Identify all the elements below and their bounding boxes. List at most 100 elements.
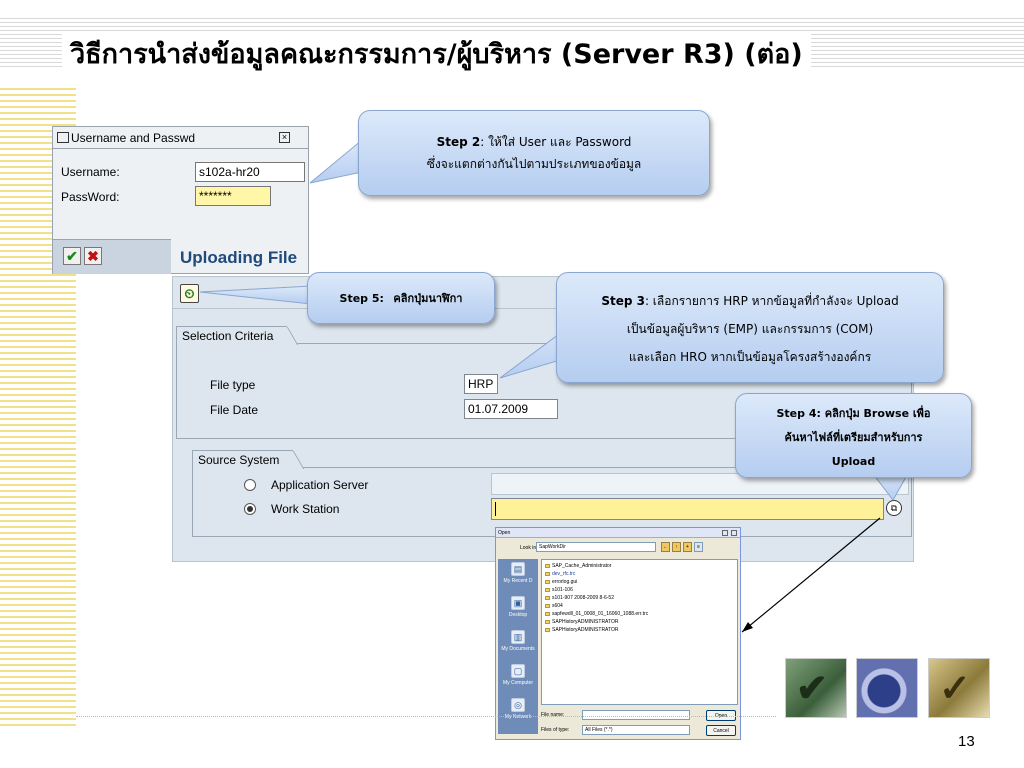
application-server-radio[interactable] bbox=[244, 479, 256, 491]
places-bar: ▤My Recent D ▣Desktop ▥My Documents ▢ My … bbox=[498, 559, 538, 734]
place-desktop[interactable]: ▣Desktop bbox=[498, 593, 538, 626]
file-name-input[interactable] bbox=[582, 710, 690, 720]
disc-image bbox=[856, 658, 918, 718]
file-name: s101-907 2008-2009 8-6-52 bbox=[552, 595, 614, 601]
window-icon bbox=[57, 132, 69, 143]
open-dialog-title: Open bbox=[498, 530, 511, 536]
open-file-dialog: Open Look in: SapWorkDir ← ↑ + ≡ ▤My Rec… bbox=[495, 527, 741, 740]
file-icon bbox=[545, 619, 550, 624]
file-type-label: File type bbox=[210, 378, 256, 392]
file-name: s101-106 bbox=[552, 587, 573, 593]
list-item[interactable]: SAPHistoryADMINISTRATOR bbox=[545, 619, 619, 625]
place-computer[interactable]: ▢ My Computer bbox=[498, 661, 538, 694]
file-name: SAPHistoryADMINISTRATOR bbox=[552, 627, 619, 633]
file-icon bbox=[545, 603, 550, 608]
slide-title: วิธีการนำส่งข้อมูลคณะกรรมการ/ผู้บริหาร (… bbox=[62, 32, 811, 78]
file-icon bbox=[545, 571, 550, 576]
step5-text: คลิกปุ่มนาฬิกา bbox=[393, 292, 463, 305]
close-icon[interactable]: × bbox=[279, 132, 290, 143]
page-number: 13 bbox=[958, 733, 975, 750]
file-icon bbox=[545, 595, 550, 600]
password-field[interactable]: ******* bbox=[195, 186, 271, 206]
password-label: PassWord: bbox=[61, 190, 120, 204]
place-label: My Computer bbox=[502, 680, 533, 686]
network-icon: ◎ bbox=[511, 698, 525, 712]
list-item[interactable]: s101-106 bbox=[545, 587, 573, 593]
computer-icon: ▢ bbox=[511, 664, 525, 678]
file-name: SAPHistoryADMINISTRATOR bbox=[552, 619, 619, 625]
checkmark-icon: ✔ bbox=[796, 668, 828, 710]
step5-step: Step 5: bbox=[339, 292, 384, 305]
work-station-radio[interactable] bbox=[244, 503, 256, 515]
toolbar-divider bbox=[172, 308, 914, 309]
file-icon bbox=[545, 627, 550, 632]
file-type-field[interactable]: HRP bbox=[464, 374, 498, 394]
step3-step: Step 3 bbox=[601, 294, 645, 308]
username-label: Username: bbox=[61, 165, 120, 179]
new-folder-icon[interactable]: + bbox=[683, 542, 692, 552]
look-in-label: Look in: bbox=[520, 545, 538, 551]
work-station-path-field[interactable] bbox=[491, 498, 884, 520]
cancel-button[interactable]: Cancel bbox=[706, 725, 736, 736]
desktop-icon: ▣ bbox=[511, 596, 525, 610]
file-name: dev_rfc.trc bbox=[552, 571, 576, 577]
look-in-dropdown[interactable]: SapWorkDir bbox=[536, 542, 656, 552]
place-label: My Recent D bbox=[503, 578, 533, 584]
files-of-type-label: Files of type: bbox=[541, 727, 570, 733]
files-of-type-dropdown[interactable]: All Files (*.*) bbox=[582, 725, 690, 735]
step4-line1: คลิกปุ่ม Browse เพื่อ bbox=[820, 407, 931, 420]
file-list: SAP_Cache_Administrator dev_rfc.trc erro… bbox=[541, 559, 738, 705]
open-dialog-titlebar: Open bbox=[496, 528, 740, 538]
step2-line1: : ให้ใส่ User และ Password bbox=[480, 135, 632, 149]
selection-criteria-tab: Selection Criteria bbox=[176, 326, 288, 344]
place-label: My Network bbox=[504, 714, 532, 720]
file-icon bbox=[545, 611, 550, 616]
close-icon[interactable] bbox=[731, 530, 737, 536]
step2-line2: ซึ่งจะแตกต่างกันไปตามประเภทของข้อมูล bbox=[426, 157, 642, 171]
application-server-label: Application Server bbox=[271, 478, 369, 492]
file-name: errorlog.gui bbox=[552, 579, 578, 585]
login-dialog: Username and Passwd × Username: s102a-hr… bbox=[52, 126, 309, 274]
confirm-check-icon[interactable]: ✔ bbox=[63, 247, 81, 265]
callout-step3: Step 3: เลือกรายการ HRP หากข้อมูลที่กำลั… bbox=[556, 272, 944, 383]
callout-step2: Step 2: ให้ใส่ User และ Password ซึ่งจะแ… bbox=[358, 110, 710, 196]
checkmark-image: ✔ bbox=[785, 658, 847, 718]
login-dialog-title: Username and Passwd bbox=[71, 130, 196, 145]
file-icon bbox=[545, 579, 550, 584]
place-network[interactable]: ◎ My Network bbox=[498, 695, 538, 728]
arrow-head bbox=[742, 622, 753, 632]
browse-icon[interactable]: ⧉ bbox=[886, 500, 902, 516]
list-item[interactable]: sapfewdll_01_0008_01_16060_1088.err.trc bbox=[545, 611, 648, 617]
step3-line1: : เลือกรายการ HRP หากข้อมูลที่กำลังจะ Up… bbox=[644, 294, 899, 308]
file-date-field[interactable]: 01.07.2009 bbox=[464, 399, 558, 419]
back-icon[interactable]: ← bbox=[661, 542, 670, 552]
list-item[interactable]: dev_rfc.trc bbox=[545, 571, 575, 577]
callout-step4: Step 4: คลิกปุ่ม Browse เพื่อ ค้นหาไฟล์ท… bbox=[735, 393, 972, 478]
footer-divider bbox=[76, 716, 776, 717]
step4-step: Step 4: bbox=[776, 407, 821, 420]
place-recent[interactable]: ▤My Recent D bbox=[498, 559, 538, 592]
folder-icon bbox=[545, 563, 550, 568]
list-item[interactable]: s101-907 2008-2009 8-6-52 bbox=[545, 595, 614, 601]
file-name: SAP_Cache_Administrator bbox=[552, 563, 612, 569]
view-menu-icon[interactable]: ≡ bbox=[694, 542, 703, 552]
list-item[interactable]: SAP_Cache_Administrator bbox=[545, 563, 611, 569]
clock-execute-icon[interactable]: ⏲ bbox=[180, 284, 199, 303]
sap-screen-heading: Uploading File bbox=[180, 248, 298, 267]
place-label: My Documents bbox=[501, 646, 535, 652]
place-documents[interactable]: ▥My Documents bbox=[498, 627, 538, 660]
step2-pointer bbox=[309, 138, 363, 184]
cancel-x-icon[interactable]: ✖ bbox=[84, 247, 102, 265]
checkmark-icon: ✓ bbox=[939, 668, 971, 710]
step4-line3: Upload bbox=[831, 455, 876, 468]
step2-step: Step 2 bbox=[436, 135, 481, 149]
username-field[interactable]: s102a-hr20 bbox=[195, 162, 305, 182]
up-folder-icon[interactable]: ↑ bbox=[672, 542, 681, 552]
list-item[interactable]: errorlog.gui bbox=[545, 579, 577, 585]
list-item[interactable]: SAPHistoryADMINISTRATOR bbox=[545, 627, 619, 633]
login-dialog-titlebar: Username and Passwd bbox=[53, 127, 308, 149]
list-item[interactable]: s604 bbox=[545, 603, 563, 609]
help-icon[interactable] bbox=[722, 530, 728, 536]
step3-line3: และเลือก HRO หากเป็นข้อมูลโครงสร้างองค์ก… bbox=[628, 350, 872, 364]
source-system-tab: Source System bbox=[192, 450, 294, 468]
